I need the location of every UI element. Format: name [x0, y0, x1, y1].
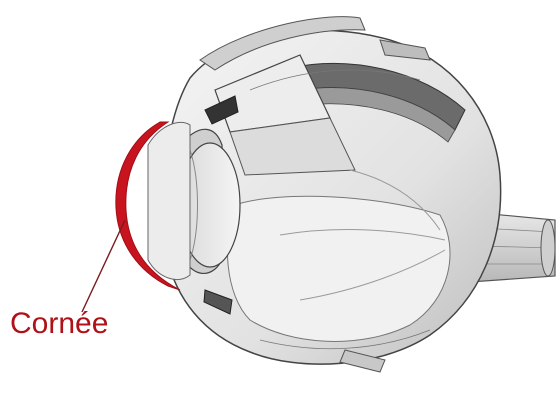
cornea-leader-line [82, 220, 125, 312]
cornea-label: Cornée [10, 306, 108, 342]
